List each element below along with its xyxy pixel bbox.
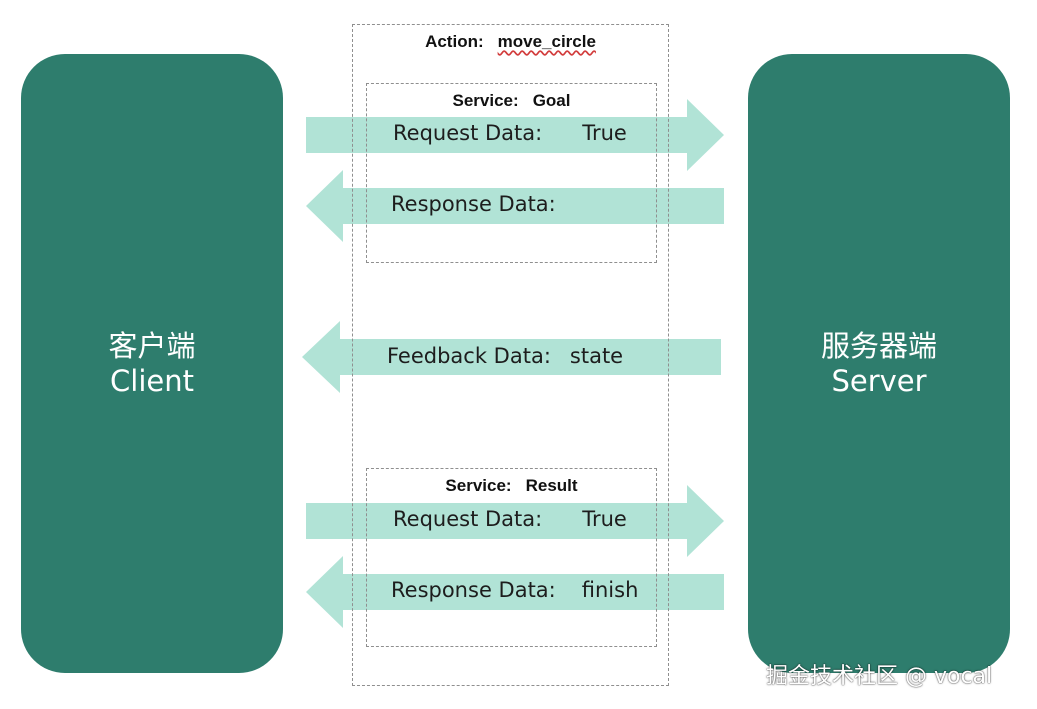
result-response-label: Response Data: bbox=[391, 578, 556, 602]
goal-response-text: Response Data: bbox=[391, 192, 582, 216]
result-request-label: Request Data: bbox=[393, 507, 543, 531]
service-result-label: Service: bbox=[445, 476, 512, 495]
feedback-label: Feedback Data: bbox=[387, 344, 551, 368]
watermark: 掘金技术社区 @ vocal bbox=[766, 664, 993, 689]
result-response-value: finish bbox=[581, 578, 639, 602]
result-request-text: Request Data: True bbox=[393, 507, 627, 531]
action-container: Action: move_circle bbox=[352, 24, 669, 686]
service-result-title: Service: Result bbox=[367, 476, 656, 496]
action-name: move_circle bbox=[497, 32, 596, 51]
service-goal-name: Goal bbox=[532, 91, 571, 110]
feedback-text: Feedback Data: state bbox=[387, 344, 623, 368]
action-title: Action: move_circle bbox=[353, 32, 668, 52]
server-title-en: Server bbox=[831, 363, 927, 398]
goal-request-arrow bbox=[306, 99, 724, 171]
goal-response-label: Response Data: bbox=[391, 192, 556, 216]
service-goal-label: Service: bbox=[452, 91, 519, 110]
service-result-name: Result bbox=[525, 476, 578, 495]
server-node: 服务器端 Server bbox=[748, 54, 1010, 673]
feedback-arrow bbox=[302, 321, 721, 393]
goal-response-arrow bbox=[306, 170, 724, 242]
service-goal-container: Service: Goal bbox=[366, 83, 657, 263]
service-goal-title: Service: Goal bbox=[367, 91, 656, 111]
server-title-cn: 服务器端 bbox=[820, 328, 937, 363]
action-label: Action: bbox=[425, 32, 484, 51]
goal-request-value: True bbox=[582, 121, 627, 145]
result-response-arrow bbox=[306, 556, 724, 628]
goal-request-label: Request Data: bbox=[393, 121, 543, 145]
service-result-container: Service: Result bbox=[366, 468, 657, 647]
client-node: 客户端 Client bbox=[21, 54, 283, 673]
client-title-cn: 客户端 bbox=[108, 328, 196, 363]
result-response-text: Response Data: finish bbox=[391, 578, 638, 602]
result-request-arrow bbox=[306, 485, 724, 557]
feedback-value: state bbox=[569, 344, 624, 368]
goal-request-text: Request Data: True bbox=[393, 121, 627, 145]
client-title-en: Client bbox=[110, 363, 194, 398]
result-request-value: True bbox=[582, 507, 627, 531]
